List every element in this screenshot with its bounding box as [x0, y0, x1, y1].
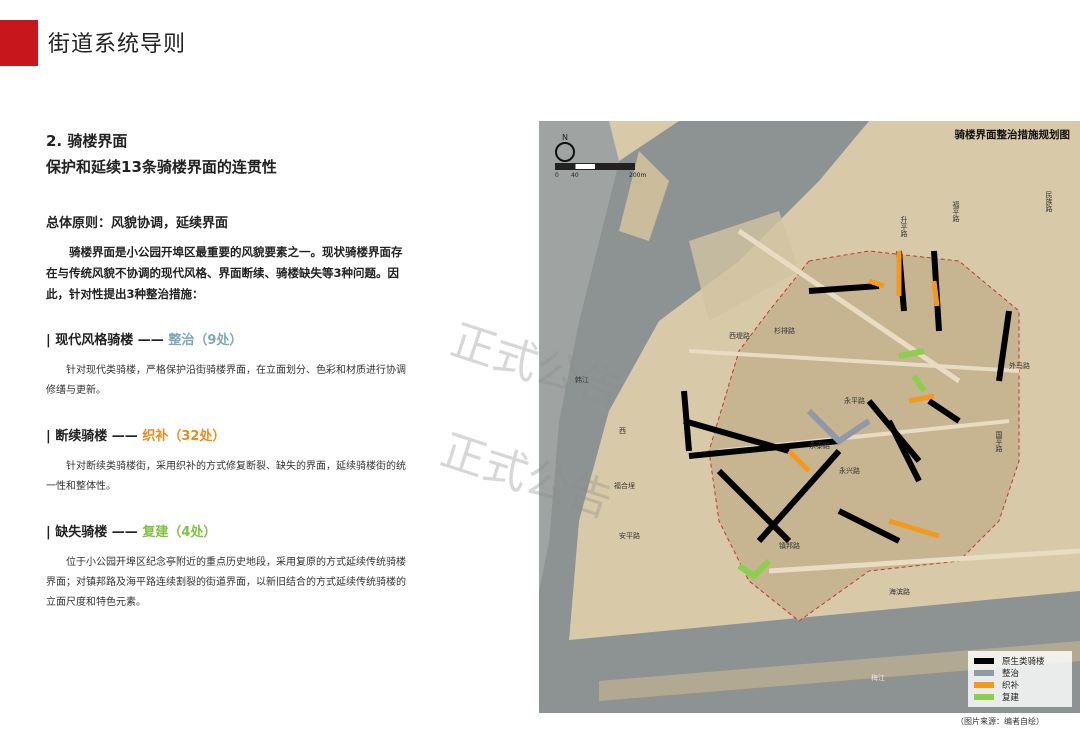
scale-bar: 0 40 200m [555, 163, 646, 179]
legend-item: 整治 [974, 667, 1066, 679]
street-label: 永兴路 [839, 467, 860, 475]
measure-heading: | 缺失骑楼 —— 复建（4处） [46, 523, 416, 543]
street-label: 镇邦路 [779, 542, 800, 550]
section-number-title: 2. 骑楼界面 [46, 132, 128, 150]
header-accent-bar [0, 20, 38, 66]
street-label: 海滨路 [889, 588, 910, 596]
measure-description: 针对断续类骑楼街，采用织补的方式修复断裂、缺失的界面，延续骑楼街的统一性和整体性… [46, 461, 406, 492]
map-legend: 原生类骑楼 整治 织补 复建 [968, 651, 1072, 707]
measure-heading: | 现代风格骑楼 —— 整治（9处） [46, 331, 416, 351]
measure-action: 整治（9处） [168, 333, 243, 348]
north-arrow: N [555, 133, 575, 162]
measure-title: | 断续骑楼 —— [46, 429, 143, 444]
image-source-note: （图片来源：编者自绘） [956, 717, 1044, 726]
street-label: 安平路 [619, 532, 640, 540]
street-label: 民族路 [1045, 191, 1053, 212]
street-label: 杉排路 [774, 327, 795, 335]
street-label: 福合埕 [614, 482, 635, 490]
legend-item: 复建 [974, 691, 1066, 703]
street-plan-map: 骑楼界面整治措施规划图 N 0 40 200m 西堤路 福平路 民族路 升平路 … [539, 121, 1080, 713]
street-label: 升平路 [900, 216, 908, 237]
intro-paragraph: 骑楼界面是小公园开埠区最重要的风貌要素之一。现状骑楼界面存在与传统风貌不协调的现… [46, 245, 403, 301]
legend-item: 织补 [974, 679, 1066, 691]
street-label: 国平路 [995, 431, 1003, 452]
map-title: 骑楼界面整治措施规划图 [954, 129, 1071, 141]
page-title: 街道系统导则 [48, 32, 187, 57]
measure-description: 位于小公园开埠区纪念亭附近的重点历史地段，采用复原的方式延续传统骑楼界面；对镇邦… [46, 557, 406, 608]
legend-swatch [974, 658, 994, 664]
street-label: 福平路 [952, 201, 960, 222]
measure-broken: | 断续骑楼 —— 织补（32处） 针对断续类骑楼街，采用织补的方式修复断裂、缺… [46, 427, 416, 497]
text-column: 2. 骑楼界面 保护和延续13条骑楼界面的连贯性 总体原则：风貌协调，延续界面 … [46, 130, 416, 613]
street-label: 西堤路 [729, 332, 750, 340]
measure-action: 织补（32处） [142, 429, 226, 444]
measure-title: | 缺失骑楼 —— [46, 525, 143, 540]
measure-missing: | 缺失骑楼 —— 复建（4处） 位于小公园开埠区纪念亭附近的重点历史地段，采用… [46, 523, 416, 613]
street-label: 永平路 [844, 397, 865, 405]
compass-icon [555, 142, 575, 162]
street-label: 外马路 [1009, 362, 1030, 370]
legend-swatch [974, 694, 994, 700]
section-subtitle: 保护和延续13条骑楼界面的连贯性 [46, 158, 277, 176]
measure-modern: | 现代风格骑楼 —— 整治（9处） 针对现代类骑楼，严格保护沿街骑楼界面，在立… [46, 331, 416, 401]
measure-action: 复建（4处） [142, 525, 217, 540]
map-graphic [539, 121, 1080, 713]
measure-description: 针对现代类骑楼，严格保护沿街骑楼界面，在立面划分、色彩和材质进行协调修缮与更新。 [46, 365, 406, 396]
legend-swatch [974, 670, 994, 676]
street-label: 西 [619, 427, 626, 435]
legend-item: 原生类骑楼 [974, 655, 1066, 667]
legend-swatch [974, 682, 994, 688]
measure-heading: | 断续骑楼 —— 织补（32处） [46, 427, 416, 447]
street-label: 韩江 [575, 376, 589, 384]
measure-title: | 现代风格骑楼 —— [46, 333, 169, 348]
street-label: 梅江 [871, 674, 885, 682]
principle-heading: 总体原则：风貌协调，延续界面 [46, 216, 229, 231]
street-label: 永泰路 [809, 442, 830, 450]
